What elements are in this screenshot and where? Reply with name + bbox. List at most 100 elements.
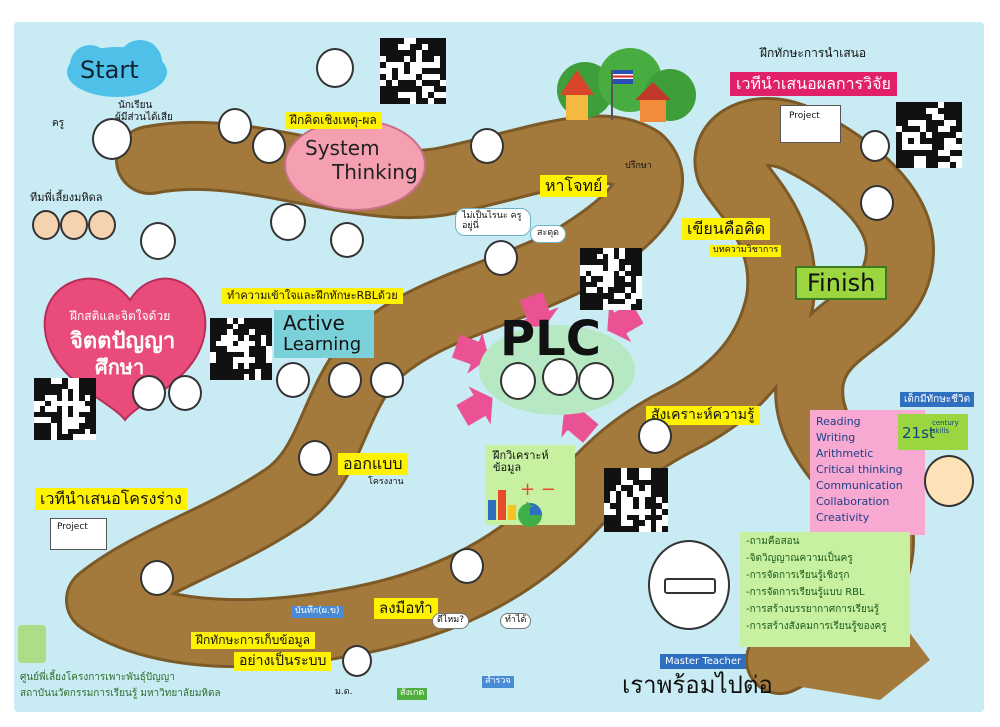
- qr-module: [266, 363, 272, 369]
- qr-module: [602, 253, 609, 260]
- qr-module: [56, 389, 63, 395]
- qr-module: [386, 86, 392, 92]
- qr-module: [615, 479, 622, 486]
- nice-bubble-1: ดีไหม?: [432, 613, 470, 629]
- qr-module: [249, 323, 256, 330]
- qr-module: [416, 86, 422, 92]
- qr-module: [266, 374, 272, 380]
- qr-module: [215, 351, 222, 358]
- qr-code-icon: [580, 248, 642, 310]
- qr-module: [386, 50, 392, 56]
- student-character: [330, 222, 364, 258]
- qr-module: [585, 281, 592, 288]
- qr-module: [630, 253, 637, 260]
- qr-module: [39, 428, 46, 435]
- qr-module: [221, 363, 227, 369]
- teacher-character: [92, 118, 132, 160]
- skills-21-badge: [898, 414, 968, 450]
- qr-module: [67, 434, 74, 440]
- qr-module: [266, 334, 272, 341]
- ready-label: เราพร้อมไปต่อ: [622, 671, 773, 699]
- qr-module: [908, 102, 914, 108]
- skills-21-label: 21st: [902, 424, 935, 442]
- qr-module: [392, 38, 398, 44]
- qr-module: [902, 120, 908, 126]
- qr-module: [938, 156, 944, 162]
- qr-module: [45, 383, 51, 390]
- qr-module: [630, 259, 637, 265]
- qr-module: [638, 520, 645, 527]
- record-label: บันทึก(ผ.ข): [292, 606, 343, 618]
- qr-module: [56, 406, 63, 412]
- qr-module: [650, 468, 657, 474]
- qr-module: [45, 400, 51, 407]
- qr-module: [596, 248, 603, 254]
- qr-module: [255, 363, 261, 369]
- qr-module: [266, 323, 272, 330]
- qr-module: [422, 80, 428, 86]
- qr-module: [932, 156, 938, 162]
- qr-module: [613, 298, 620, 305]
- qr-module: [914, 126, 920, 132]
- qr-module: [215, 374, 222, 380]
- qr-module: [625, 253, 631, 260]
- qr-module: [243, 323, 250, 330]
- teacher-competence-item: -การจัดการเรียนรู้เชิงรุก: [746, 570, 850, 581]
- qr-module: [56, 411, 63, 418]
- qr-module: [79, 394, 85, 401]
- footer-line-1: ศูนย์พี่เลี้ยงโครงการเพาะพันธุ์ปัญญา: [20, 672, 175, 683]
- qr-module: [392, 74, 398, 80]
- qr-module: [580, 253, 586, 260]
- qr-module: [90, 383, 96, 390]
- qr-module: [644, 479, 651, 486]
- qr-module: [633, 514, 639, 521]
- qr-module: [591, 304, 597, 310]
- qr-module: [260, 346, 267, 352]
- qr-module: [260, 368, 267, 375]
- student-character: [470, 128, 504, 164]
- student-label: นักเรียน: [118, 100, 153, 111]
- excellent-bubble: สะดุด: [530, 225, 567, 243]
- analyze-label: ฝึกวิเคราะห์ข้อมูล: [493, 449, 549, 475]
- qr-module: [591, 293, 597, 299]
- qr-module: [591, 248, 597, 254]
- qr-module: [609, 468, 616, 474]
- qr-module: [404, 50, 410, 56]
- qr-module: [615, 502, 622, 509]
- qr-module: [585, 304, 592, 310]
- qr-module: [386, 80, 392, 86]
- qr-module: [613, 253, 620, 260]
- project-board-bottom: Project: [50, 518, 107, 550]
- qr-module: [232, 368, 239, 375]
- qr-module: [956, 150, 962, 156]
- skill-item: Reading: [816, 415, 861, 428]
- qr-module: [434, 44, 440, 50]
- qr-module: [591, 281, 597, 288]
- qr-module: [255, 329, 261, 335]
- skills-tag: เด็กมีทักษะชีวิต: [900, 392, 975, 407]
- qr-module: [580, 248, 586, 254]
- qr-module: [896, 120, 902, 126]
- qr-module: [428, 56, 434, 62]
- qr-module: [619, 281, 626, 288]
- qr-module: [908, 114, 914, 120]
- qr-module: [221, 368, 227, 375]
- qr-module: [580, 298, 586, 305]
- qr-module: [580, 293, 586, 299]
- plc-title: PLC: [500, 311, 601, 367]
- qr-module: [260, 323, 267, 330]
- learning-label: Learning: [283, 334, 362, 355]
- qr-module: [215, 318, 222, 324]
- qr-module: [944, 102, 950, 108]
- qr-module: [926, 162, 932, 168]
- student-character: [298, 440, 332, 476]
- qr-module: [440, 50, 446, 56]
- consult-label: ปรึกษา: [625, 161, 652, 171]
- qr-module: [434, 86, 440, 92]
- qr-module: [39, 394, 46, 401]
- qr-module: [221, 346, 227, 352]
- qr-module: [608, 293, 614, 299]
- qr-module: [625, 248, 631, 254]
- find-problem-label: หาโจทย์: [540, 175, 608, 197]
- qr-module: [636, 253, 642, 260]
